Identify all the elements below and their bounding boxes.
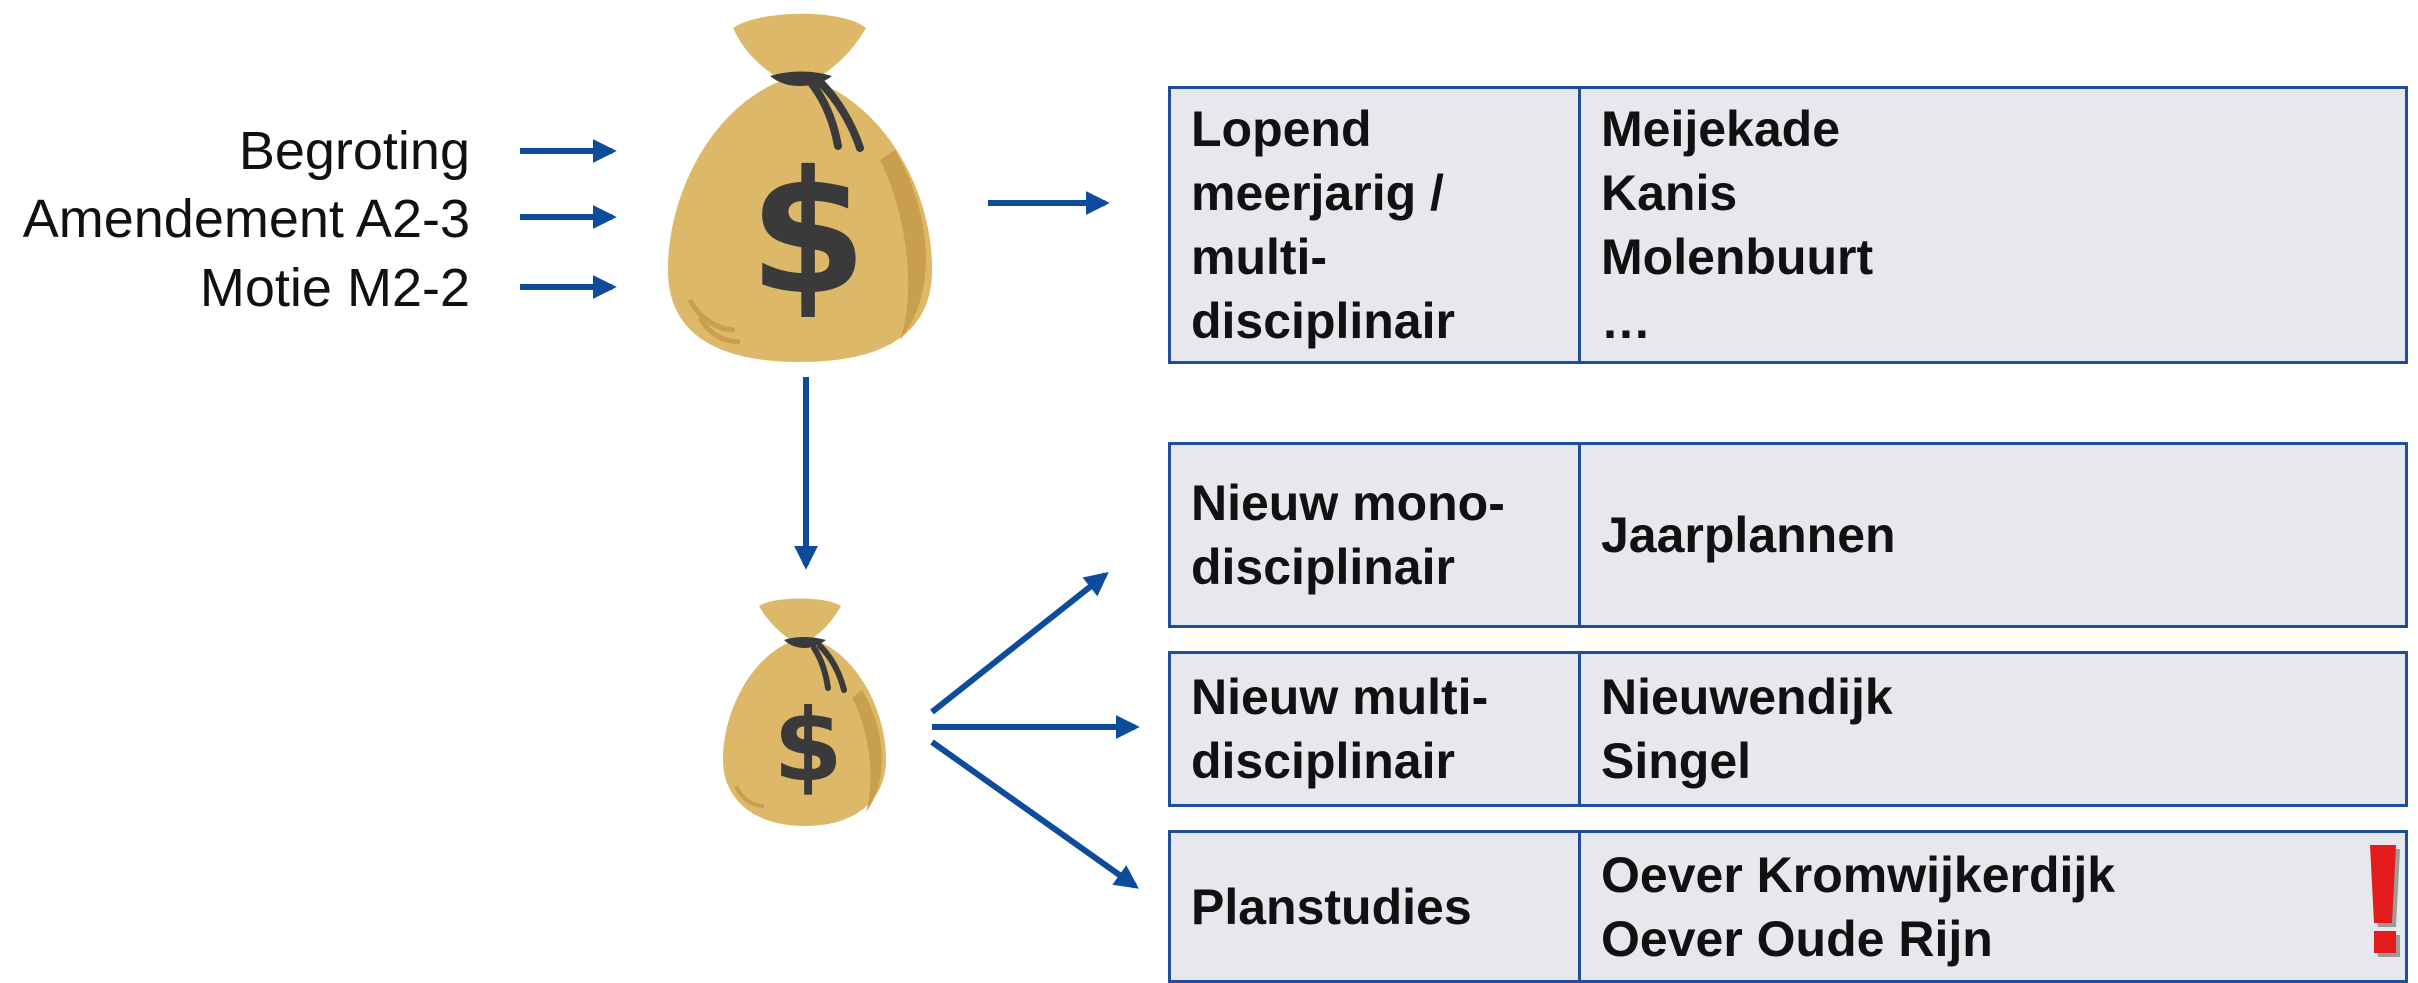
category-items-cell: Meijekade Kanis Molenbuurt … bbox=[1581, 89, 2405, 361]
money-bag-icon: $ bbox=[667, 13, 933, 362]
category-label: Nieuw multi- disciplinair bbox=[1191, 669, 1489, 789]
category-items: Jaarplannen bbox=[1601, 503, 1896, 567]
category-item: Molenbuurt bbox=[1601, 229, 1874, 285]
category-item: … bbox=[1601, 293, 1651, 349]
category-items-cell: Oever Kromwijkerdijk Oever Oude Rijn bbox=[1581, 833, 2405, 980]
svg-text:$: $ bbox=[749, 135, 867, 333]
category-items: Meijekade Kanis Molenbuurt … bbox=[1601, 97, 1873, 353]
category-nieuw-multi: Nieuw multi- disciplinair Nieuwendijk Si… bbox=[1168, 651, 2408, 807]
category-item: Singel bbox=[1601, 733, 1752, 789]
category-label-cell: Nieuw multi- disciplinair bbox=[1171, 654, 1581, 804]
category-planstudies: Planstudies Oever Kromwijkerdijk Oever O… bbox=[1168, 830, 2408, 983]
svg-text:$: $ bbox=[773, 687, 843, 804]
category-lopend: Lopend meerjarig / multi- disciplinair M… bbox=[1168, 86, 2408, 364]
category-item: Oever Kromwijkerdijk bbox=[1601, 846, 2116, 903]
category-item: Oever Oude Rijn bbox=[1601, 910, 1993, 967]
input-amendement: Amendement A2-3 bbox=[22, 189, 470, 249]
input-motie: Motie M2-2 bbox=[199, 258, 470, 318]
arrow-to-mono bbox=[930, 572, 1109, 715]
category-items: Oever Kromwijkerdijk Oever Oude Rijn bbox=[1601, 843, 2115, 971]
category-item: Jaarplannen bbox=[1601, 507, 1896, 563]
category-label: Nieuw mono- disciplinair bbox=[1191, 475, 1505, 595]
category-label: Lopend meerjarig / multi- disciplinair bbox=[1191, 101, 1455, 349]
category-item: Meijekade bbox=[1601, 101, 1841, 157]
category-items-cell: Jaarplannen bbox=[1581, 445, 2405, 625]
category-label-cell: Nieuw mono- disciplinair bbox=[1171, 445, 1581, 625]
money-bag-small-icon: $ bbox=[722, 598, 887, 826]
category-label-cell: Lopend meerjarig / multi- disciplinair bbox=[1171, 89, 1581, 361]
category-item: Nieuwendijk bbox=[1601, 669, 1893, 725]
category-label-cell: Planstudies bbox=[1171, 833, 1581, 980]
category-label: Planstudies bbox=[1191, 878, 1472, 935]
category-nieuw-mono: Nieuw mono- disciplinair Jaarplannen bbox=[1168, 442, 2408, 628]
category-item: Kanis bbox=[1601, 165, 1738, 221]
arrow-to-planstudies bbox=[930, 739, 1139, 889]
input-begroting: Begroting bbox=[238, 121, 470, 181]
category-items: Nieuwendijk Singel bbox=[1601, 665, 1893, 793]
exclamation-icon bbox=[2370, 845, 2400, 957]
category-items-cell: Nieuwendijk Singel bbox=[1581, 654, 2405, 804]
